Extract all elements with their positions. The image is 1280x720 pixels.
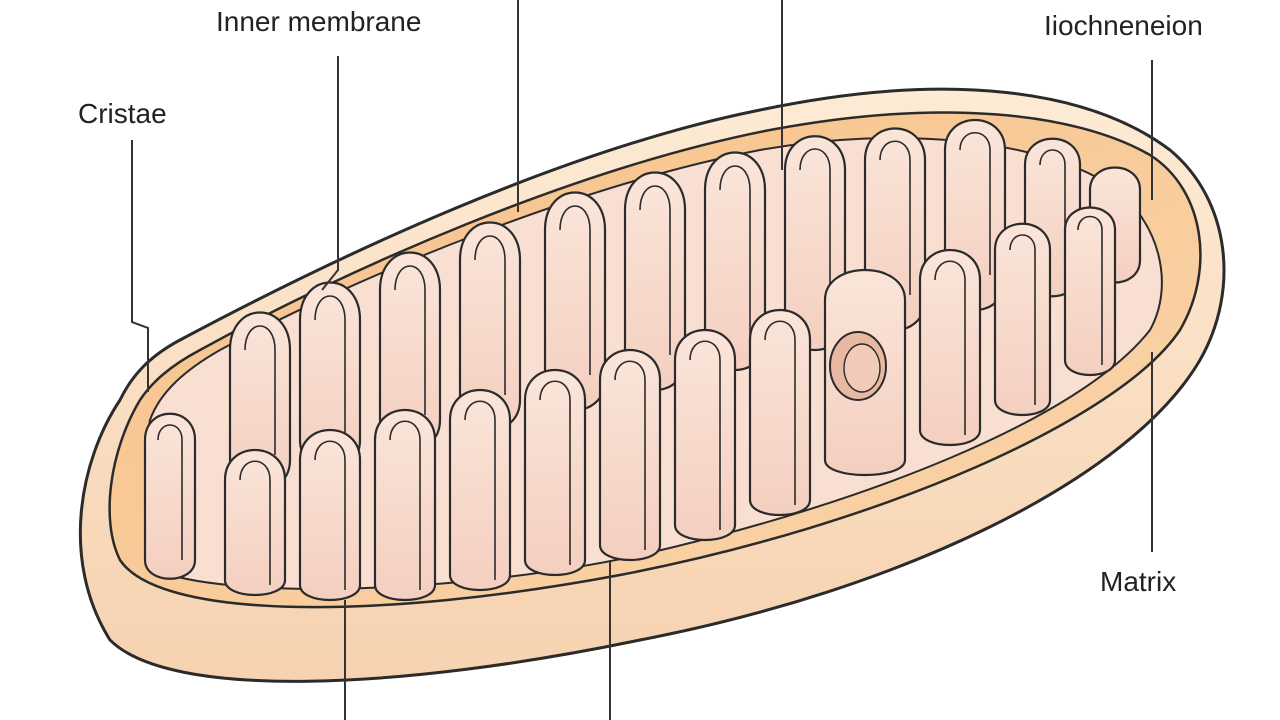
label-inner-membrane: Inner membrane: [216, 6, 422, 37]
cristae-front-row-inner: [157, 215, 1103, 590]
label-cristae: Cristae: [78, 98, 167, 129]
leader-line-inner-membrane: [321, 56, 339, 291]
label-mitochondrion: Iiochneneion: [1044, 10, 1203, 41]
leader-line-cristae: [131, 140, 149, 392]
cristae-back-row-inner: [244, 132, 1066, 455]
crista-opening-inner: [843, 343, 881, 393]
leader-lines: [131, 0, 1153, 720]
label-matrix: Matrix: [1100, 566, 1177, 597]
